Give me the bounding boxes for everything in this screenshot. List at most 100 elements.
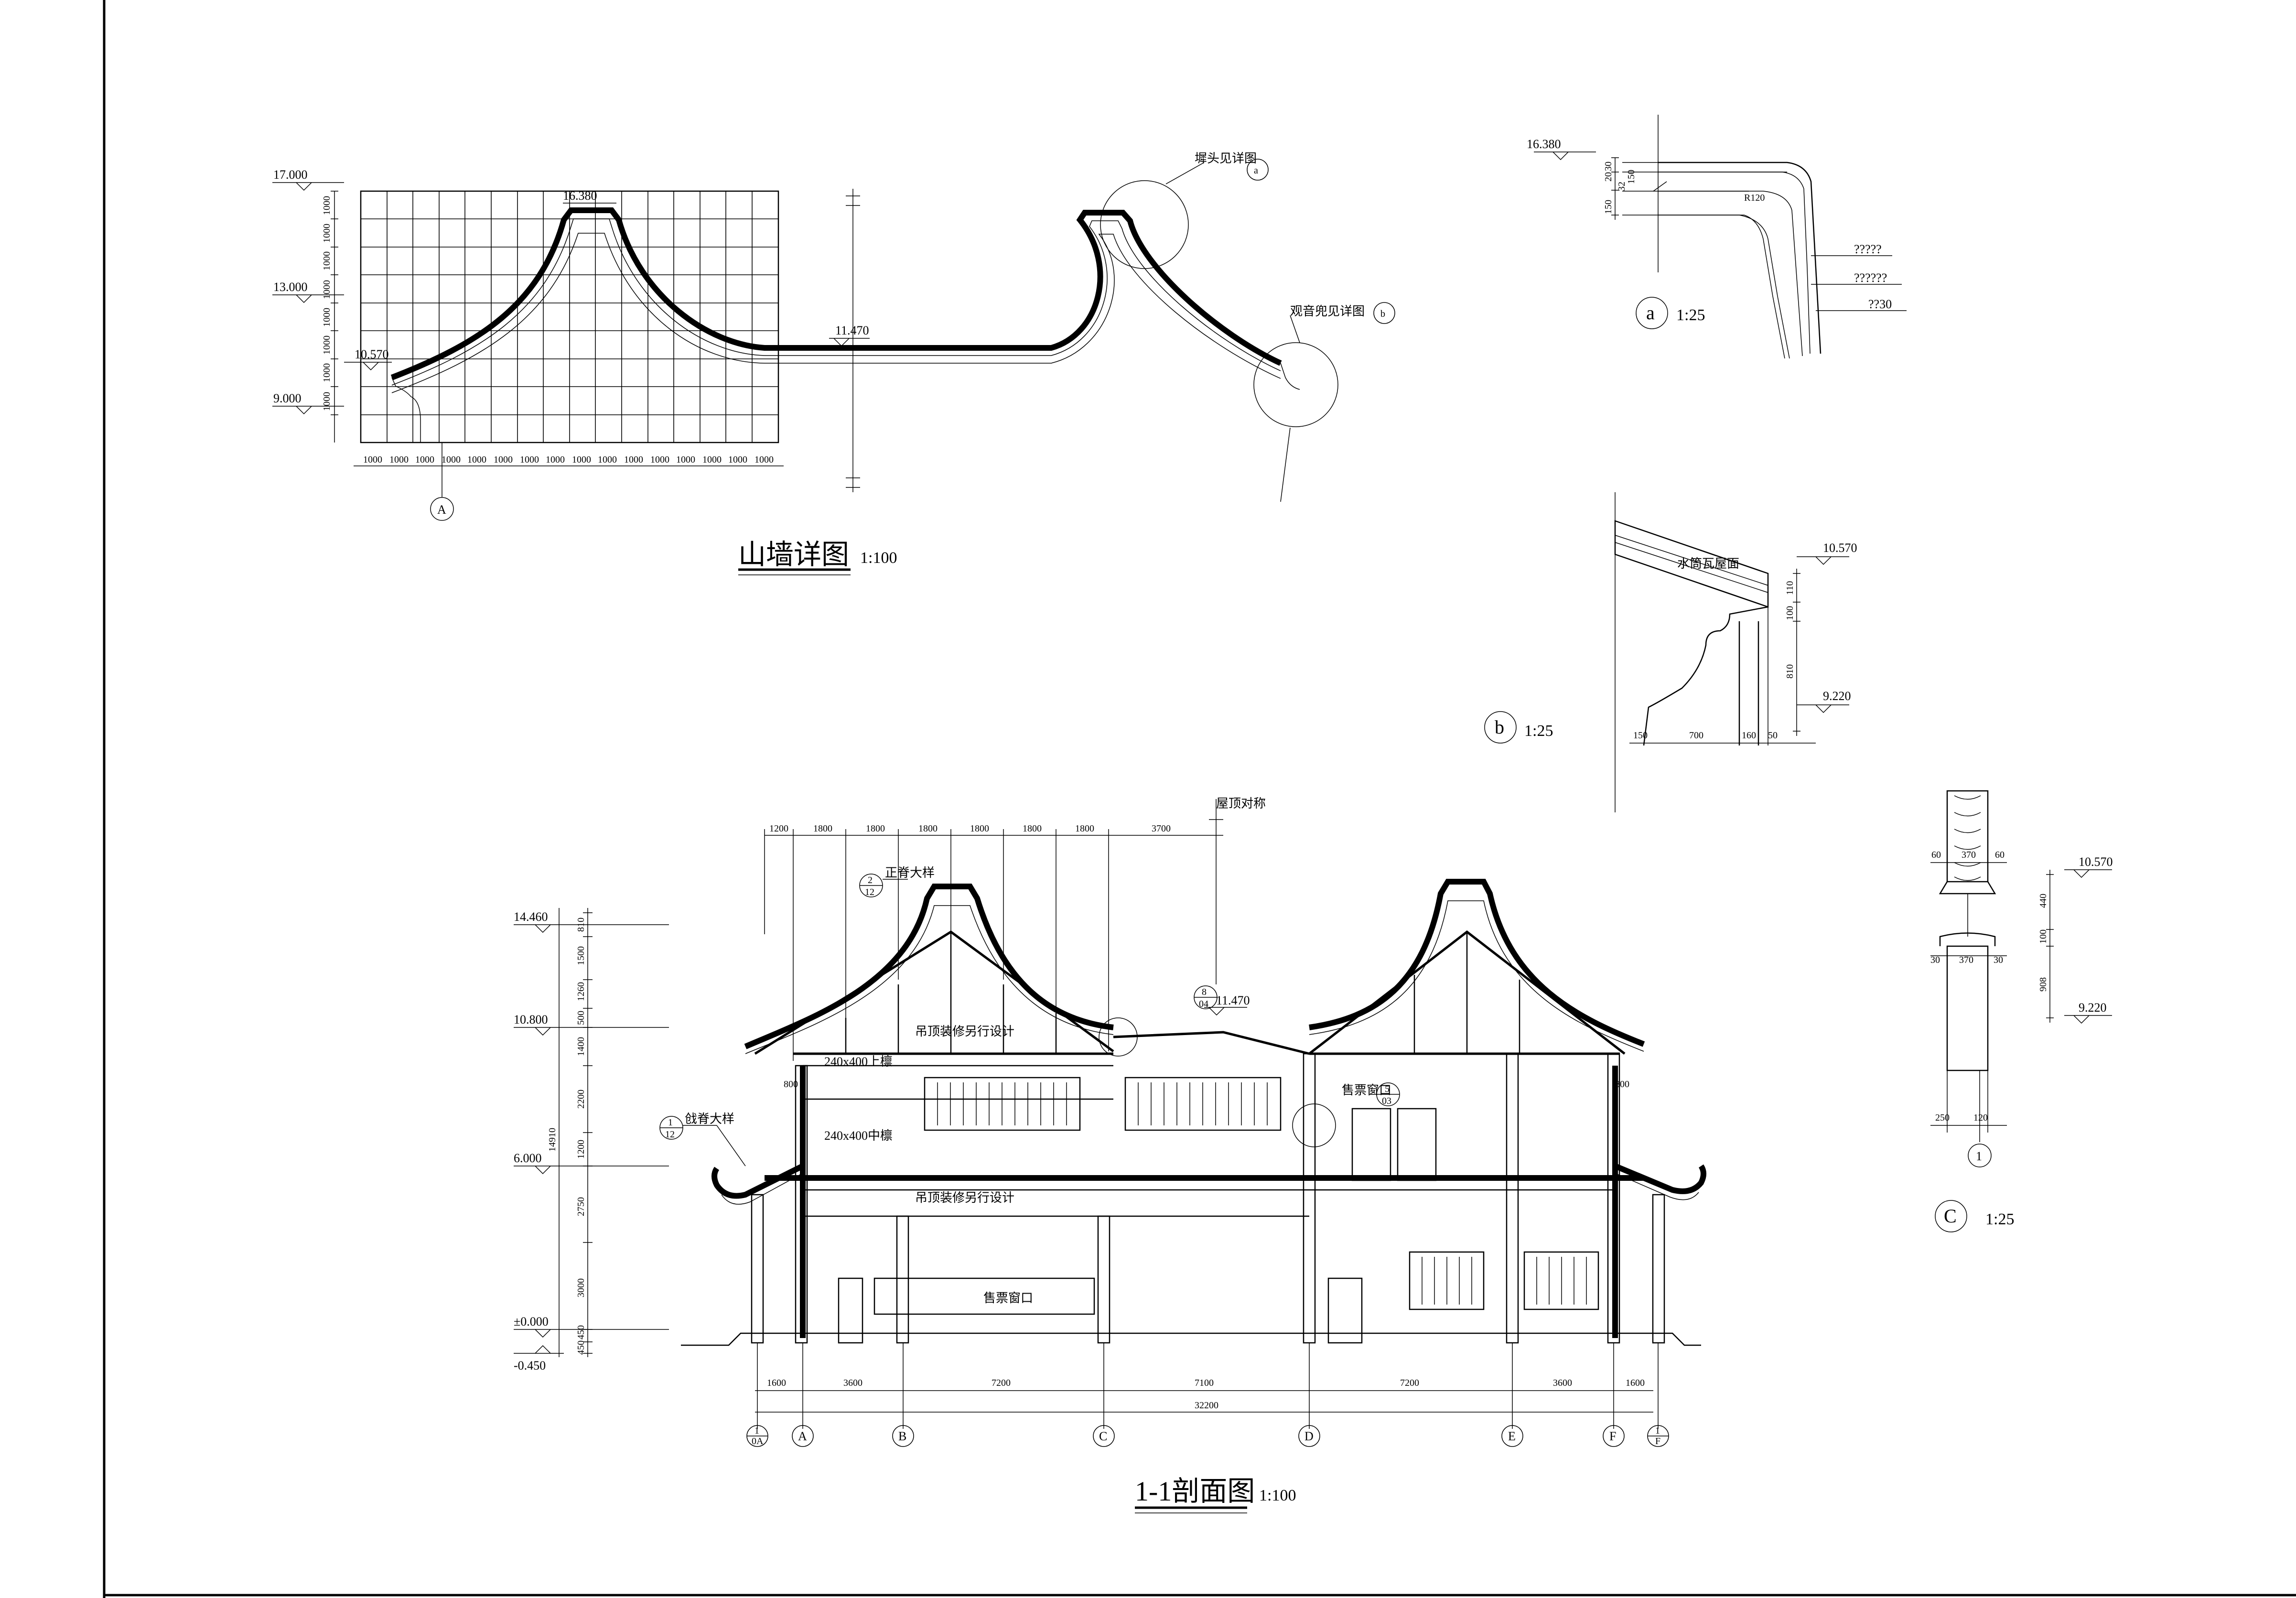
gable-wall-detail: 17.000 13.000 10.570 9.000 16.380 11.470: [272, 151, 1395, 575]
gable-vdim-7: 1000: [322, 363, 332, 382]
axis-e: E: [1508, 1429, 1516, 1443]
detail-a-label-3: ??30: [1868, 297, 1892, 311]
gable-level-1: 17.000: [273, 168, 308, 182]
detail-a-level: 16.380: [1527, 137, 1561, 151]
gable-vdim-5: 1000: [322, 308, 332, 327]
section-beam-upper: 240x400上檩: [824, 1055, 893, 1069]
detail-c-top-dim-1: 60: [1931, 850, 1941, 860]
section-title-block: 1-1剖面图 1:100: [1135, 1476, 1296, 1513]
gable-end-bracket: [391, 377, 421, 443]
window-callout-label: 售票窗口: [1342, 1083, 1391, 1097]
gable-hdim-5: 1000: [467, 454, 486, 465]
section-level-3: 6.000: [514, 1151, 542, 1165]
ridge-callout-num: 2: [868, 875, 873, 885]
section-top-dims: 1200 1800 1800 1800 1800 1800 1800 3700 …: [764, 797, 1266, 1061]
detail-c-vdim-1: 440: [2038, 894, 2048, 908]
detail-c-level-top: 10.570: [2079, 855, 2113, 869]
gable-hdim-14: 1000: [702, 454, 722, 465]
section-vdim-9: 3000: [576, 1278, 586, 1297]
gable-hdim-2: 1000: [389, 454, 409, 465]
detail-a-label-1: ?????: [1854, 242, 1882, 256]
section-top-dim-2: 1800: [813, 823, 832, 834]
gable-center-break: [846, 189, 860, 492]
axis-start-den: 0A: [752, 1436, 764, 1447]
gable-title-block: 山墙详图 1:100: [738, 539, 897, 575]
detail-a-profile: [1658, 162, 1822, 354]
gable-note-ridge: 墀头见详图: [1195, 151, 1257, 165]
gable-vertical-dims: 1000 1000 1000 1000 1000 1000 1000 1000: [322, 191, 338, 443]
gable-scale: 1:100: [860, 549, 897, 567]
section-vdim-5: 1400: [576, 1037, 586, 1056]
gable-hdim-10: 1000: [598, 454, 617, 465]
section-top-dim-1: 1200: [769, 823, 788, 834]
gable-hdim-1: 1000: [363, 454, 382, 465]
detail-a-dim-1: 30: [1603, 162, 1614, 171]
section-windows: [838, 1077, 1599, 1344]
section-level-4: ±0.000: [514, 1315, 549, 1328]
detail-a-radius: R120: [1744, 193, 1765, 203]
gable-grid: [360, 190, 779, 443]
section-ceiling-upper: 吊顶装修另行设计: [915, 1025, 1014, 1038]
detail-a-dim-note: 150: [1626, 170, 1637, 184]
section-columns: [751, 1053, 1665, 1344]
detail-b-level-bot: 9.220: [1823, 689, 1851, 703]
axis-b: B: [898, 1429, 906, 1443]
section-dim-800-right: 800: [1615, 1079, 1629, 1090]
detail-b-vdim-1: 110: [1785, 581, 1795, 595]
section-vdim-7: 1200: [576, 1140, 586, 1159]
section-lower-eave-left: [711, 1163, 804, 1199]
section-dim-800-left: 800: [784, 1079, 798, 1090]
gable-horizontal-dims: 1000 1000 1000 1000 1000 1000 1000 1000 …: [354, 443, 784, 521]
detail-b-scale: 1:25: [1524, 722, 1553, 740]
gable-hdim-9: 1000: [572, 454, 591, 465]
section-vdim-4: 500: [576, 1011, 586, 1025]
section-bottom-dims: 1600 3600 7200 7100 7200 3600 1600 32200…: [746, 1343, 1669, 1447]
gable-vdim-6: 1000: [322, 335, 332, 355]
section-bdim-4: 7100: [1195, 1378, 1214, 1388]
gable-level-3: 10.570: [355, 347, 389, 361]
gable-hdim-8: 1000: [546, 454, 565, 465]
section-ticket-window: 售票窗口: [983, 1291, 1033, 1305]
section-vdim-1: 810: [576, 918, 586, 932]
detail-b-hdim-3: 160: [1742, 730, 1756, 741]
section-ground: [681, 1332, 1701, 1346]
detail-a: 16.380 30 20 32 150 150 R120 ????? ?????…: [1527, 115, 1907, 359]
axis-f: F: [1609, 1429, 1616, 1443]
gable-vdim-8: 1000: [322, 392, 332, 411]
section-ceiling-lower: 吊顶装修另行设计: [915, 1191, 1014, 1205]
section-level-5: -0.450: [514, 1359, 546, 1372]
section-vdim-3: 1260: [576, 982, 586, 1001]
detail-c-mid-dim-2: 370: [1959, 955, 1973, 965]
section-level-1: 14.460: [514, 910, 548, 924]
section-total-dim: 32200: [1195, 1400, 1218, 1411]
ridge-callout-label: 正脊大样: [885, 866, 935, 880]
section-callouts: 2 12 正脊大样 1 12 戗脊大样 8 04 5 03 售票窗口: [659, 866, 1400, 1166]
section-bdim-6: 3600: [1553, 1378, 1572, 1388]
section-roof-right: [1309, 879, 1645, 1047]
detail-a-dim-2: 20: [1603, 172, 1614, 182]
section-bdim-3: 7200: [992, 1378, 1011, 1388]
detail-b-tag: b: [1495, 716, 1504, 738]
axis-end-num: 1: [1655, 1425, 1660, 1436]
gable-hdim-15: 1000: [728, 454, 747, 465]
detail-a-dim-3: 32: [1617, 182, 1627, 191]
gable-title: 山墙详图: [738, 539, 849, 570]
section-vdim-10: 450: [576, 1325, 586, 1339]
gable-ridge-tag: a: [1254, 165, 1258, 176]
axis-end-den: F: [1655, 1436, 1660, 1447]
section-vdim-11: 450: [576, 1340, 586, 1355]
detail-b-label: 水筒瓦屋面: [1677, 557, 1739, 571]
gable-callouts: 墀头见详图 a 观音兜见详图 b: [1100, 151, 1395, 502]
section-total-height: 14910: [547, 1128, 558, 1152]
detail-c-scale: 1:25: [1985, 1210, 2014, 1228]
section-top-dim-3: 1800: [866, 823, 885, 834]
detail-c-top-dim-2: 370: [1962, 850, 1976, 860]
detail-a-tag: a: [1646, 302, 1655, 324]
detail-a-label-2: ??????: [1854, 271, 1887, 285]
gable-profile: [390, 207, 1282, 380]
gable-level-2: 13.000: [273, 280, 308, 294]
section-lower-eave-right: [1614, 1163, 1706, 1194]
detail-c-vdim-2: 100: [2038, 929, 2048, 944]
section-bdim-7: 1600: [1626, 1378, 1645, 1388]
valley-callout-den: 04: [1199, 999, 1208, 1009]
